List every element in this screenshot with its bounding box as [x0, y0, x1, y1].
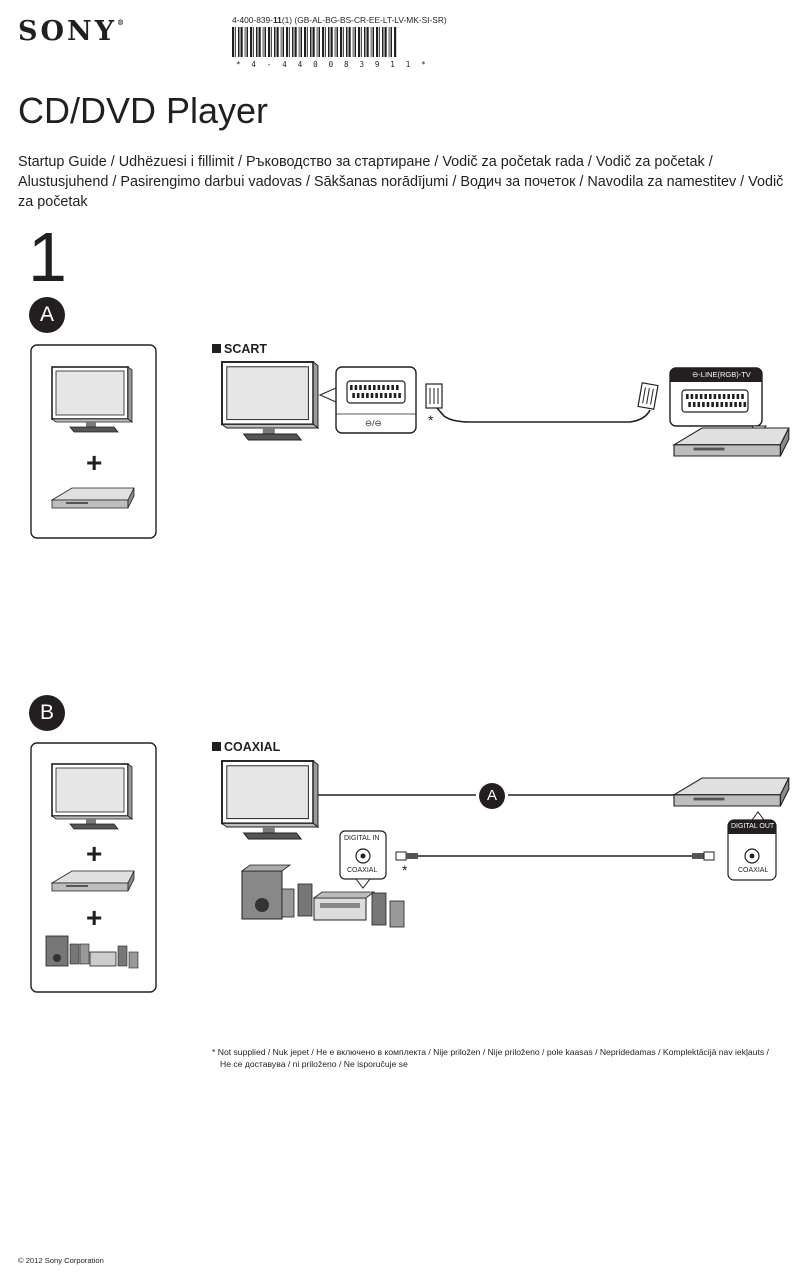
equipment-box-b: [30, 742, 157, 993]
player-large-b: [673, 777, 790, 807]
equipment-box-a: [30, 344, 157, 539]
plus-sign-2: +: [86, 902, 103, 933]
player-large-a: [673, 427, 790, 457]
coaxial-label: COAXIAL: [212, 740, 280, 754]
step-number: 1: [28, 218, 67, 296]
player-port-bottom-label: COAXIAL: [738, 867, 769, 874]
receiver-speakers: [240, 864, 405, 928]
scart-label: SCART: [212, 342, 267, 356]
coaxial-cable: [395, 851, 715, 861]
not-supplied-mark-a: *: [428, 412, 434, 428]
plus-sign-1: +: [86, 838, 103, 869]
footnote-line-2: Не се доставува / ni priloženo / Ne ispo…: [220, 1059, 408, 1069]
section-a-marker: A: [29, 297, 65, 333]
digital-in-port: [339, 830, 387, 889]
barcode-text: * 4 - 4 4 0 0 8 3 9 1 1 *: [236, 60, 429, 69]
not-supplied-mark-b: *: [402, 862, 408, 878]
tv-port-label: ⊖/⊖: [365, 418, 382, 428]
section-b-marker: B: [29, 695, 65, 731]
player-port-label: ⊖-LINE(RGB)-TV: [692, 370, 751, 379]
receiver-port-top-label: DIGITAL IN: [344, 835, 380, 842]
plus-sign: +: [86, 447, 103, 478]
footnote-text-1: Not supplied / Nuk jepet / Не е включено…: [217, 1047, 769, 1057]
scart-socket-tv: [318, 366, 417, 434]
page-title: CD/DVD Player: [18, 90, 269, 131]
footnote-mark: *: [212, 1047, 216, 1057]
sony-logo: SONY®: [18, 16, 124, 47]
player-icon: [51, 487, 135, 509]
document-number: 4-400-839-11(1) (GB-AL-BG-BS-CR-EE-LT-LV…: [232, 15, 447, 25]
footnote-line-1: * Not supplied / Nuk jepet / Не е включе…: [212, 1046, 792, 1058]
player-icon-b: [51, 870, 135, 892]
digital-out-port: [727, 811, 777, 881]
speaker-system-icon: [45, 935, 139, 969]
receiver-port-bottom-label: COAXIAL: [347, 867, 378, 874]
copyright: © 2012 Sony Corporation: [18, 1256, 104, 1265]
tv-icon-b: [51, 763, 133, 830]
guide-titles: Startup Guide / Udhëzuesi i fillimit / Р…: [18, 154, 784, 210]
hdmi-marker: A: [479, 783, 505, 809]
tv-large-b: [221, 760, 319, 840]
footnote: * Not supplied / Nuk jepet / Не е включе…: [212, 1046, 792, 1070]
scart-socket-player: [669, 367, 768, 437]
tv-large: [221, 361, 319, 441]
barcode: [232, 27, 397, 57]
scart-cable: [425, 382, 659, 423]
tv-icon: [51, 366, 133, 433]
player-port-top-label: DIGITAL OUT: [731, 823, 775, 830]
